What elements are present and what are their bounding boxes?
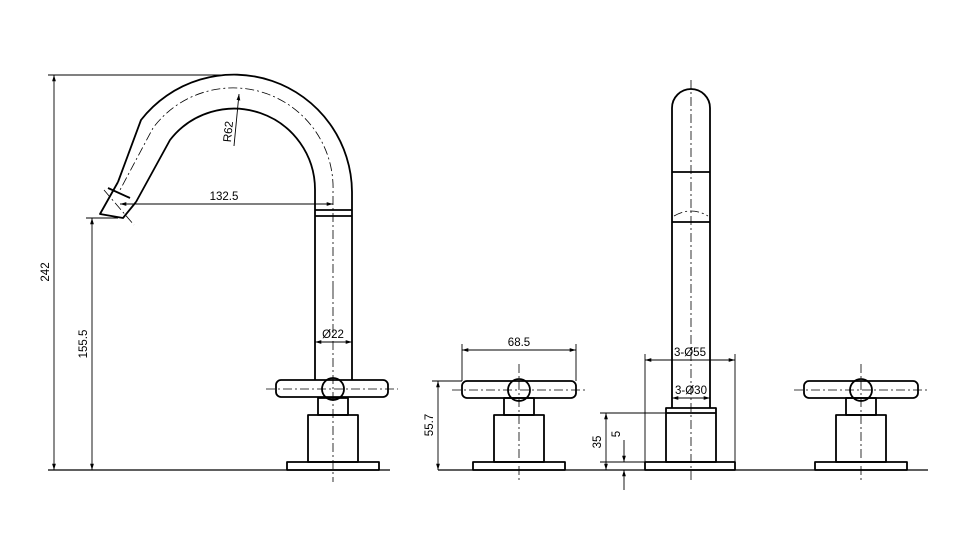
dim-label-r62: R62 [222, 121, 236, 143]
dim-label-68-5: 68.5 [508, 337, 530, 349]
spout-outer-edge [117, 73, 353, 380]
outlet-centerline [103, 189, 135, 226]
spout-pipe [671, 88, 711, 408]
dim-label-35: 35 [592, 436, 604, 449]
spout-outlet-ring [107, 187, 131, 199]
dim-label-d22: Ø22 [322, 329, 344, 341]
front-right-handle [794, 364, 928, 482]
front-view: 68.5 55.7 3-Ø55 3-Ø30 35 5 [424, 80, 928, 490]
dim-label-132-5: 132.5 [210, 191, 239, 203]
side-handle-bar [275, 379, 389, 398]
spout-centerline [119, 87, 334, 290]
dim-line-r62 [233, 93, 241, 147]
dim-label-d55: 3-Ø55 [674, 347, 706, 359]
front-spout [644, 80, 736, 482]
dim-label-5: 5 [611, 431, 623, 437]
dim-label-155-5: 155.5 [78, 330, 90, 359]
dim-label-242: 242 [40, 262, 52, 281]
spout-inner-edge [135, 107, 316, 380]
side-view: 242 155.5 132.5 R62 Ø22 [40, 73, 398, 482]
front-left-handle [452, 364, 586, 482]
spout-outlet-tip [99, 181, 137, 219]
dim-label-55-7: 55.7 [424, 414, 436, 436]
spout-base-plate [644, 461, 736, 471]
dim-label-d30: 3-Ø30 [675, 385, 707, 397]
